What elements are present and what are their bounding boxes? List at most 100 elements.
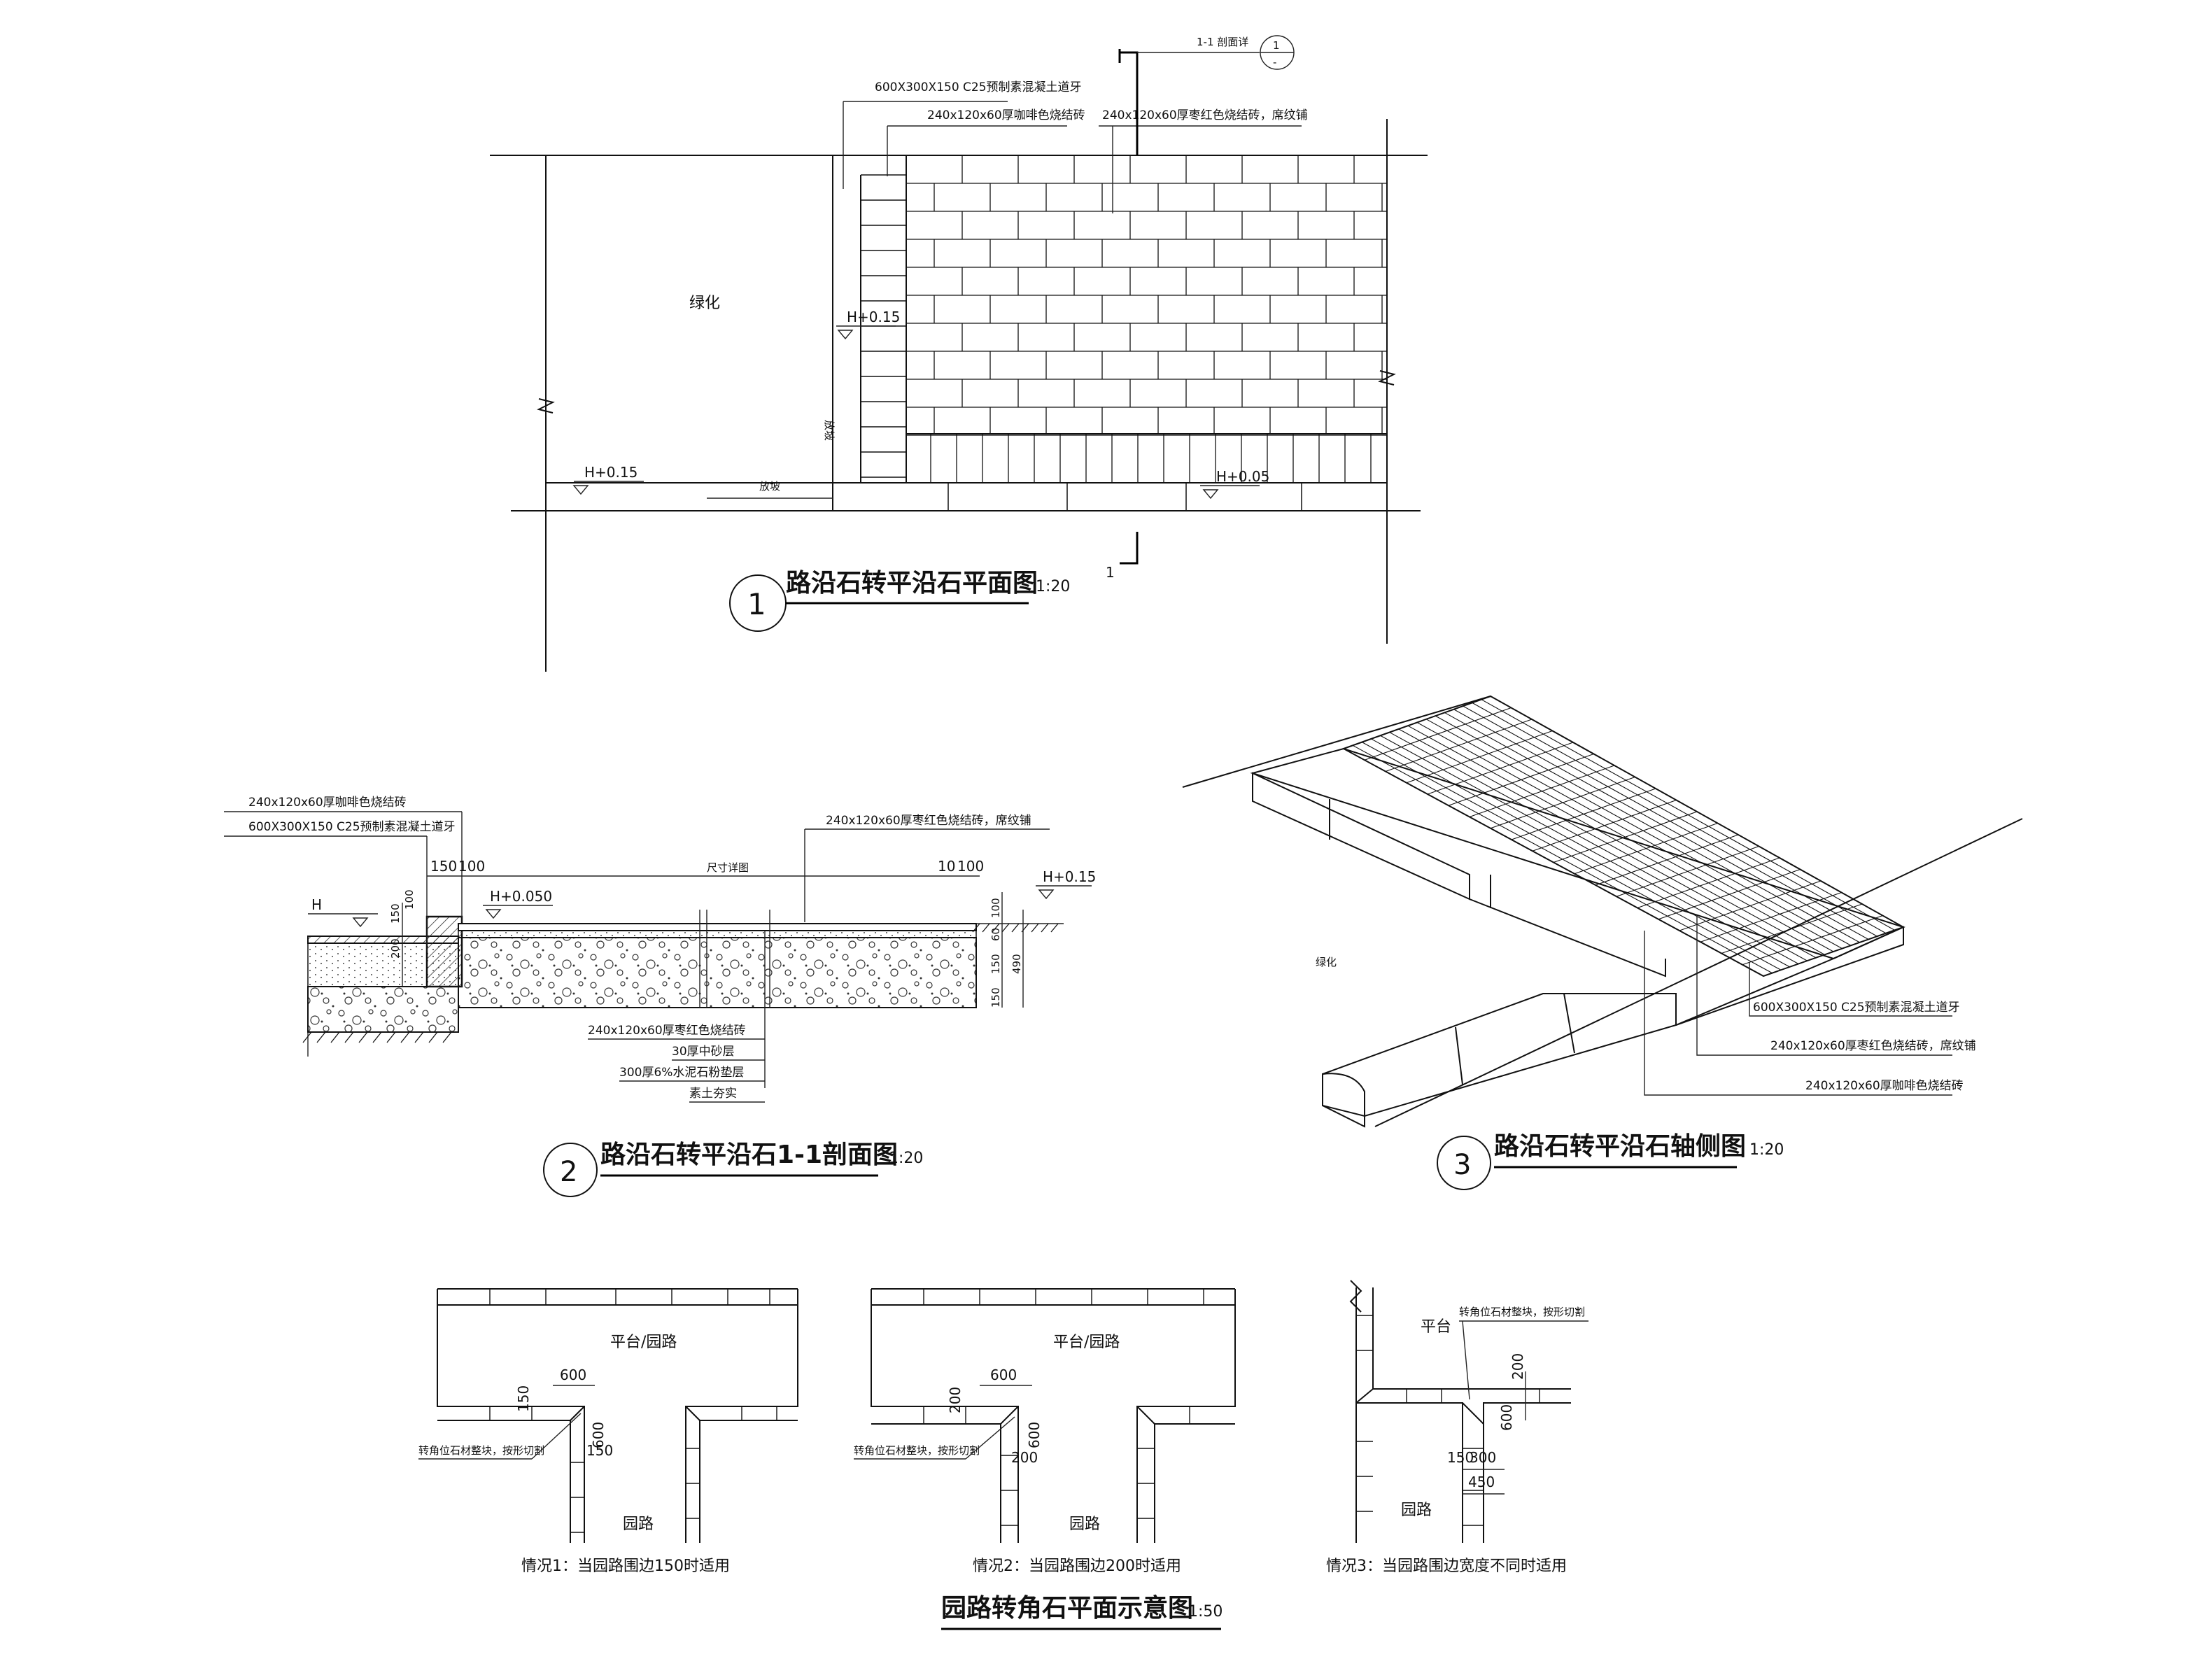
axon-curb-side-2: [1469, 898, 1666, 977]
axon-title: 路沿石转平沿石轴侧图: [1494, 1132, 1746, 1161]
layer-label-1: 240x120x60厚枣红色烧结砖: [588, 1024, 746, 1038]
c2-outline-right: [1136, 1289, 1236, 1543]
drawing-line: [982, 923, 990, 933]
axonometric-view: 绿化 600X300X150 C25预制素混凝土道牙 240x120x60厚枣红…: [1182, 695, 2023, 1190]
sec-elev-h: H: [308, 896, 378, 928]
c2-miter: [1000, 1406, 1019, 1425]
drawing-line: [414, 1031, 424, 1043]
c2-joints: [923, 1289, 1204, 1526]
sec-dim-10: 10: [938, 858, 955, 875]
axon-leader-red: [1696, 917, 1952, 1056]
sec-note-curb: 600X300X150 C25预制素混凝土道牙: [248, 820, 456, 834]
sec-elev-right: H+0.15: [1036, 868, 1096, 900]
drawing-line: [372, 1031, 382, 1043]
plan-green-label: 绿化: [689, 295, 720, 312]
drawing-line: [1553, 811, 1698, 863]
c2-note-leader-2: [965, 1416, 1015, 1460]
c3-miter-l: [1355, 1388, 1374, 1404]
callout-dash: -: [1273, 56, 1276, 69]
sec-elev-mid: H+0.050: [483, 888, 553, 919]
corner-case-3: 平台 园路 转角位石材整块，按形切割 200 600 150 300 450 情…: [1326, 1280, 1588, 1575]
drawing-line: [992, 923, 1000, 933]
drawing-line: [1511, 788, 1656, 840]
axon-context-bottom: [1374, 818, 2023, 1127]
c2-dim-1: 600: [990, 1367, 1017, 1383]
sec-vdim-left-3: 100: [403, 889, 416, 910]
sec-break: [699, 910, 707, 1008]
plan-note-red: 240x120x60厚枣红色烧结砖，席纹铺: [1102, 108, 1308, 122]
c3-dim-4: 300: [1470, 1449, 1496, 1466]
sec-dim-100b: 100: [957, 858, 984, 875]
layer-label-2: 30厚中砂层: [672, 1045, 735, 1059]
sec-note-coffee: 240x120x60厚咖啡色烧结砖: [248, 796, 407, 810]
drawing-line: [1031, 923, 1039, 933]
drawing-line: [358, 1031, 368, 1043]
c3-dim-3: 150: [1447, 1449, 1474, 1466]
c3-dim-5: 450: [1468, 1474, 1495, 1490]
section-scale: 1:20: [889, 1150, 923, 1167]
section-cut-top: [1120, 51, 1139, 155]
c3-dim-2: 600: [1498, 1404, 1515, 1431]
herringbone-paving: [906, 155, 1387, 483]
plan-elev-left: H+0.15: [572, 464, 644, 495]
sec-base: [458, 937, 977, 1008]
axon-joint-4: [1563, 993, 1575, 1054]
elev-triangle: [352, 917, 369, 928]
c3-note-leader-2: [1462, 1320, 1470, 1400]
drawing-line: [1595, 834, 1739, 886]
c1-label-bottom: 园路: [623, 1516, 654, 1533]
sec-curb: [425, 915, 463, 988]
c1-joints: [489, 1289, 777, 1533]
axon-lower-strip: [1675, 926, 1904, 1026]
elev-triangle: [837, 330, 854, 340]
drawing-line: [1011, 923, 1020, 933]
plan-scale: 1:20: [1036, 578, 1070, 595]
layer-label-4: 素土夯实: [689, 1087, 737, 1101]
drawing-line: [1469, 765, 1615, 818]
corner-title: 园路转角石平面示意图: [941, 1594, 1193, 1623]
c3-dim-1: 200: [1509, 1353, 1526, 1380]
corner-case-1: 平台/园路 园路 转角位石材整块，按形切割 600 150 600 150 情况…: [418, 1288, 798, 1575]
drawing-line: [1448, 753, 1594, 806]
c1-miter: [570, 1406, 585, 1421]
elev-text: H+0.15: [847, 309, 900, 325]
section-title: 路沿石转平沿石1-1剖面图: [600, 1141, 898, 1169]
sec-sand: [458, 930, 977, 938]
c2-label-bottom: 园路: [1069, 1516, 1100, 1533]
sec-note-red: 240x120x60厚枣红色烧结砖，席纹铺: [826, 814, 1031, 828]
axon-leader-coffee: [1644, 931, 1952, 1096]
sec-dim-150: 150: [430, 858, 457, 875]
drawing-line: [1742, 915, 1883, 966]
axon-curb-end: [1322, 1073, 1365, 1128]
drawing-line: [302, 1031, 312, 1043]
c3-note: 转角位石材整块，按形切割: [1459, 1306, 1585, 1318]
corner-scale: 1:50: [1188, 1603, 1223, 1621]
sec-vdim-right-5: 490: [1010, 954, 1023, 974]
plan-elev-right: H+0.05: [1200, 468, 1269, 500]
axon-scale: 1:20: [1749, 1141, 1784, 1159]
axon-curb-side-1: [1252, 772, 1470, 901]
sec-vdim-right-2-label: 60: [989, 928, 1002, 941]
c3-label-bottom: 园路: [1401, 1502, 1432, 1519]
axon-number: 3: [1453, 1149, 1471, 1181]
elev-text: H+0.15: [584, 464, 637, 481]
corner-case-2: 平台/园路 园路 转角位石材整块，按形切割 600 200 600 200 情况…: [854, 1288, 1236, 1575]
sec-left-base: [307, 986, 459, 1033]
drawing-line: [1679, 880, 1822, 931]
c3-inner-left: [1356, 1402, 1463, 1543]
c1-caption: 情况1：当园路围边150时适用: [521, 1558, 730, 1575]
c2-miter-r: [1136, 1406, 1155, 1425]
axon-leader-curb: [1749, 962, 1952, 1017]
axon-note-curb: 600X300X150 C25预制素混凝土道牙: [1753, 1001, 1960, 1015]
c3-miter-r: [1462, 1402, 1484, 1425]
c1-label-top: 平台/园路: [610, 1334, 677, 1351]
plan-number: 1: [747, 587, 766, 621]
c1-dim-4: 150: [586, 1442, 613, 1459]
elev-text: H: [311, 896, 322, 913]
elev-triangle: [1202, 489, 1219, 500]
plan-break-right: [1378, 370, 1396, 386]
elev-text: H+0.15: [1043, 868, 1096, 885]
ground-hatch: [302, 923, 1059, 1043]
axon-note-coffee: 240x120x60厚咖啡色烧结砖: [1805, 1079, 1964, 1093]
c2-label-top: 平台/园路: [1053, 1334, 1120, 1351]
